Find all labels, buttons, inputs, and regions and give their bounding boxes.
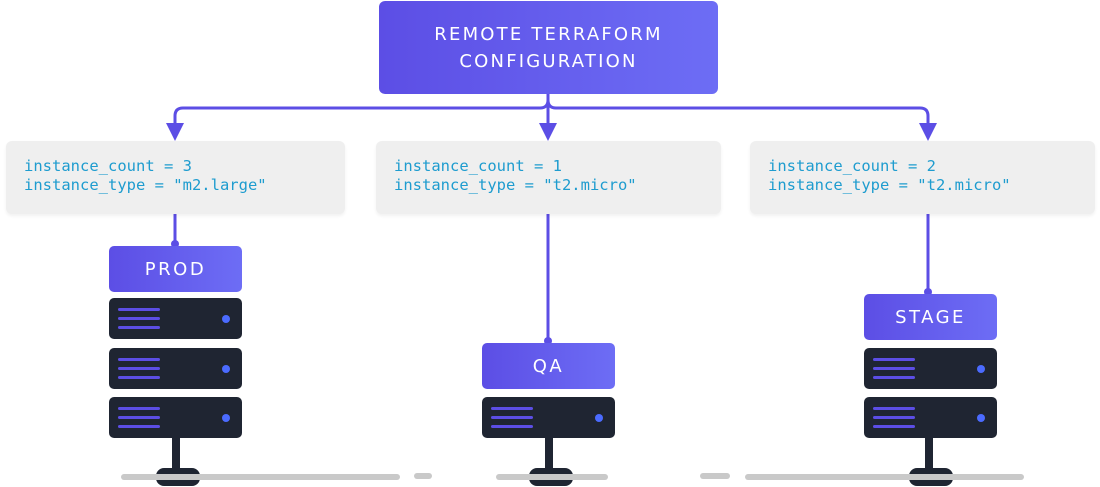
prod-instance-count: instance_count = 3 bbox=[24, 157, 192, 175]
branch-line bbox=[546, 94, 937, 141]
qa-server bbox=[482, 397, 615, 438]
prod-server bbox=[109, 348, 242, 389]
status-led-icon bbox=[222, 365, 230, 373]
stage-stand bbox=[925, 438, 933, 470]
status-led-icon bbox=[222, 414, 230, 422]
prod-server bbox=[109, 298, 242, 339]
qa-instance-count: instance_count = 1 bbox=[394, 157, 562, 175]
prod-instance-type: instance_type = "m2.large" bbox=[24, 176, 267, 194]
branch-line bbox=[166, 94, 550, 141]
qa-instance-type: instance_type = "t2.micro" bbox=[394, 176, 637, 194]
qa-label: QA bbox=[482, 343, 615, 389]
status-led-icon bbox=[222, 315, 230, 323]
status-led-icon bbox=[977, 414, 985, 422]
ground-line bbox=[496, 474, 608, 480]
stage-instance-type: instance_type = "t2.micro" bbox=[768, 176, 1011, 194]
stage-instance-count: instance_count = 2 bbox=[768, 157, 936, 175]
ground-line bbox=[745, 474, 1024, 480]
stage-server bbox=[864, 397, 997, 438]
stage-server bbox=[864, 348, 997, 389]
prod-stand bbox=[172, 438, 180, 470]
root-title-line2: CONFIGURATION bbox=[459, 50, 638, 72]
status-led-icon bbox=[977, 365, 985, 373]
prod-label: PROD bbox=[109, 246, 242, 292]
prod-server bbox=[109, 397, 242, 438]
ground-line bbox=[700, 473, 730, 479]
stage-label: STAGE bbox=[864, 294, 997, 340]
ground-line bbox=[121, 474, 400, 480]
status-led-icon bbox=[595, 414, 603, 422]
remote-terraform-configuration-node: REMOTE TERRAFORM CONFIGURATION bbox=[379, 1, 718, 94]
ground-line bbox=[414, 473, 432, 479]
root-title-line1: REMOTE TERRAFORM bbox=[434, 23, 663, 45]
qa-stand bbox=[545, 438, 553, 470]
